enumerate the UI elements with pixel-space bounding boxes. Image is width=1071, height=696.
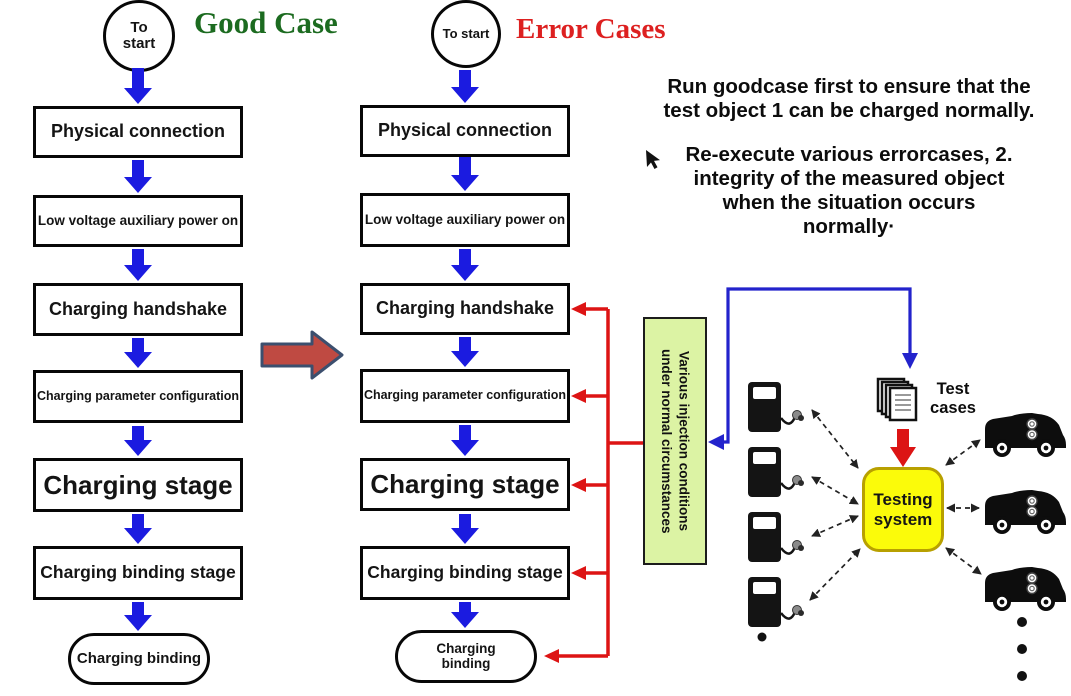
good-step-charging-stage: Charging stage — [33, 458, 243, 512]
error-step-parameter-configuration: Charging parameter configuration — [360, 369, 570, 423]
good-step-physical-connection: Physical connection — [33, 106, 243, 158]
error-step-low-voltage-power: Low voltage auxiliary power on — [360, 193, 570, 247]
good-case-title: Good Case — [194, 5, 338, 40]
injection-line-2: under normal circumstances — [659, 348, 674, 534]
annotation-line: when the situation occurs — [722, 191, 976, 214]
good-step-charging-binding-stage: Charging binding stage — [33, 546, 243, 600]
ev-car-icon — [984, 566, 1067, 612]
annotation-line: Re-execute various errorcases, 2. — [685, 143, 1013, 166]
error-step-charging-stage: Charging stage — [360, 458, 570, 511]
annotation-line: integrity of the measured object — [693, 167, 1005, 190]
error-feedback-lines — [558, 307, 643, 658]
ev-car-icon — [984, 489, 1067, 535]
annotation-line: normally· — [802, 215, 896, 238]
charging-pile-icon — [746, 445, 806, 499]
annotation-line: test object 1 can be charged normally. — [663, 99, 1035, 122]
error-start-node: To start — [431, 0, 501, 68]
good-end-node: Charging binding — [68, 633, 210, 685]
testing-system-box: Testing system — [862, 467, 944, 552]
charging-pile-icon — [746, 380, 806, 434]
injection-conditions-label: Various injection conditions under norma… — [657, 349, 692, 534]
good-start-node: To start — [103, 0, 175, 72]
ellipsis-dots — [757, 632, 767, 642]
annotation-paragraph-1: Run goodcase first to ensure that the te… — [645, 75, 1053, 123]
error-step-physical-connection: Physical connection — [360, 105, 570, 157]
injection-conditions-box: Various injection conditions under norma… — [643, 317, 707, 565]
test-cases-label: Test cases — [930, 380, 976, 417]
good-start-label: To start — [122, 18, 156, 52]
test-cases-stack-icon — [876, 377, 918, 422]
test-cases-to-system-arrow — [890, 429, 916, 467]
error-step-charging-binding-stage: Charging binding stage — [360, 546, 570, 600]
good-step-charging-handshake: Charging handshake — [33, 283, 243, 336]
error-end-node: Charging binding — [395, 630, 537, 683]
annotation-paragraph-2: Re-execute various errorcases, 2. integr… — [645, 143, 1053, 239]
good-to-error-arrow — [260, 330, 344, 380]
error-end-label: Charging binding — [436, 640, 496, 671]
injection-connector — [708, 287, 918, 450]
injection-line-1: Various injection conditions — [676, 350, 692, 531]
error-step-charging-handshake: Charging handshake — [360, 283, 570, 335]
good-step-parameter-configuration: Charging parameter configuration — [33, 370, 243, 423]
ellipsis-dots — [1017, 617, 1027, 681]
charging-pile-icon — [746, 575, 806, 629]
annotation-line: Run goodcase first to ensure that the — [667, 75, 1031, 98]
testing-system-label: Testing system — [873, 489, 933, 529]
good-step-low-voltage-power: Low voltage auxiliary power on — [33, 195, 243, 247]
ev-car-icon — [984, 412, 1067, 458]
charging-pile-icon — [746, 510, 806, 564]
error-cases-title: Error Cases — [516, 13, 666, 45]
